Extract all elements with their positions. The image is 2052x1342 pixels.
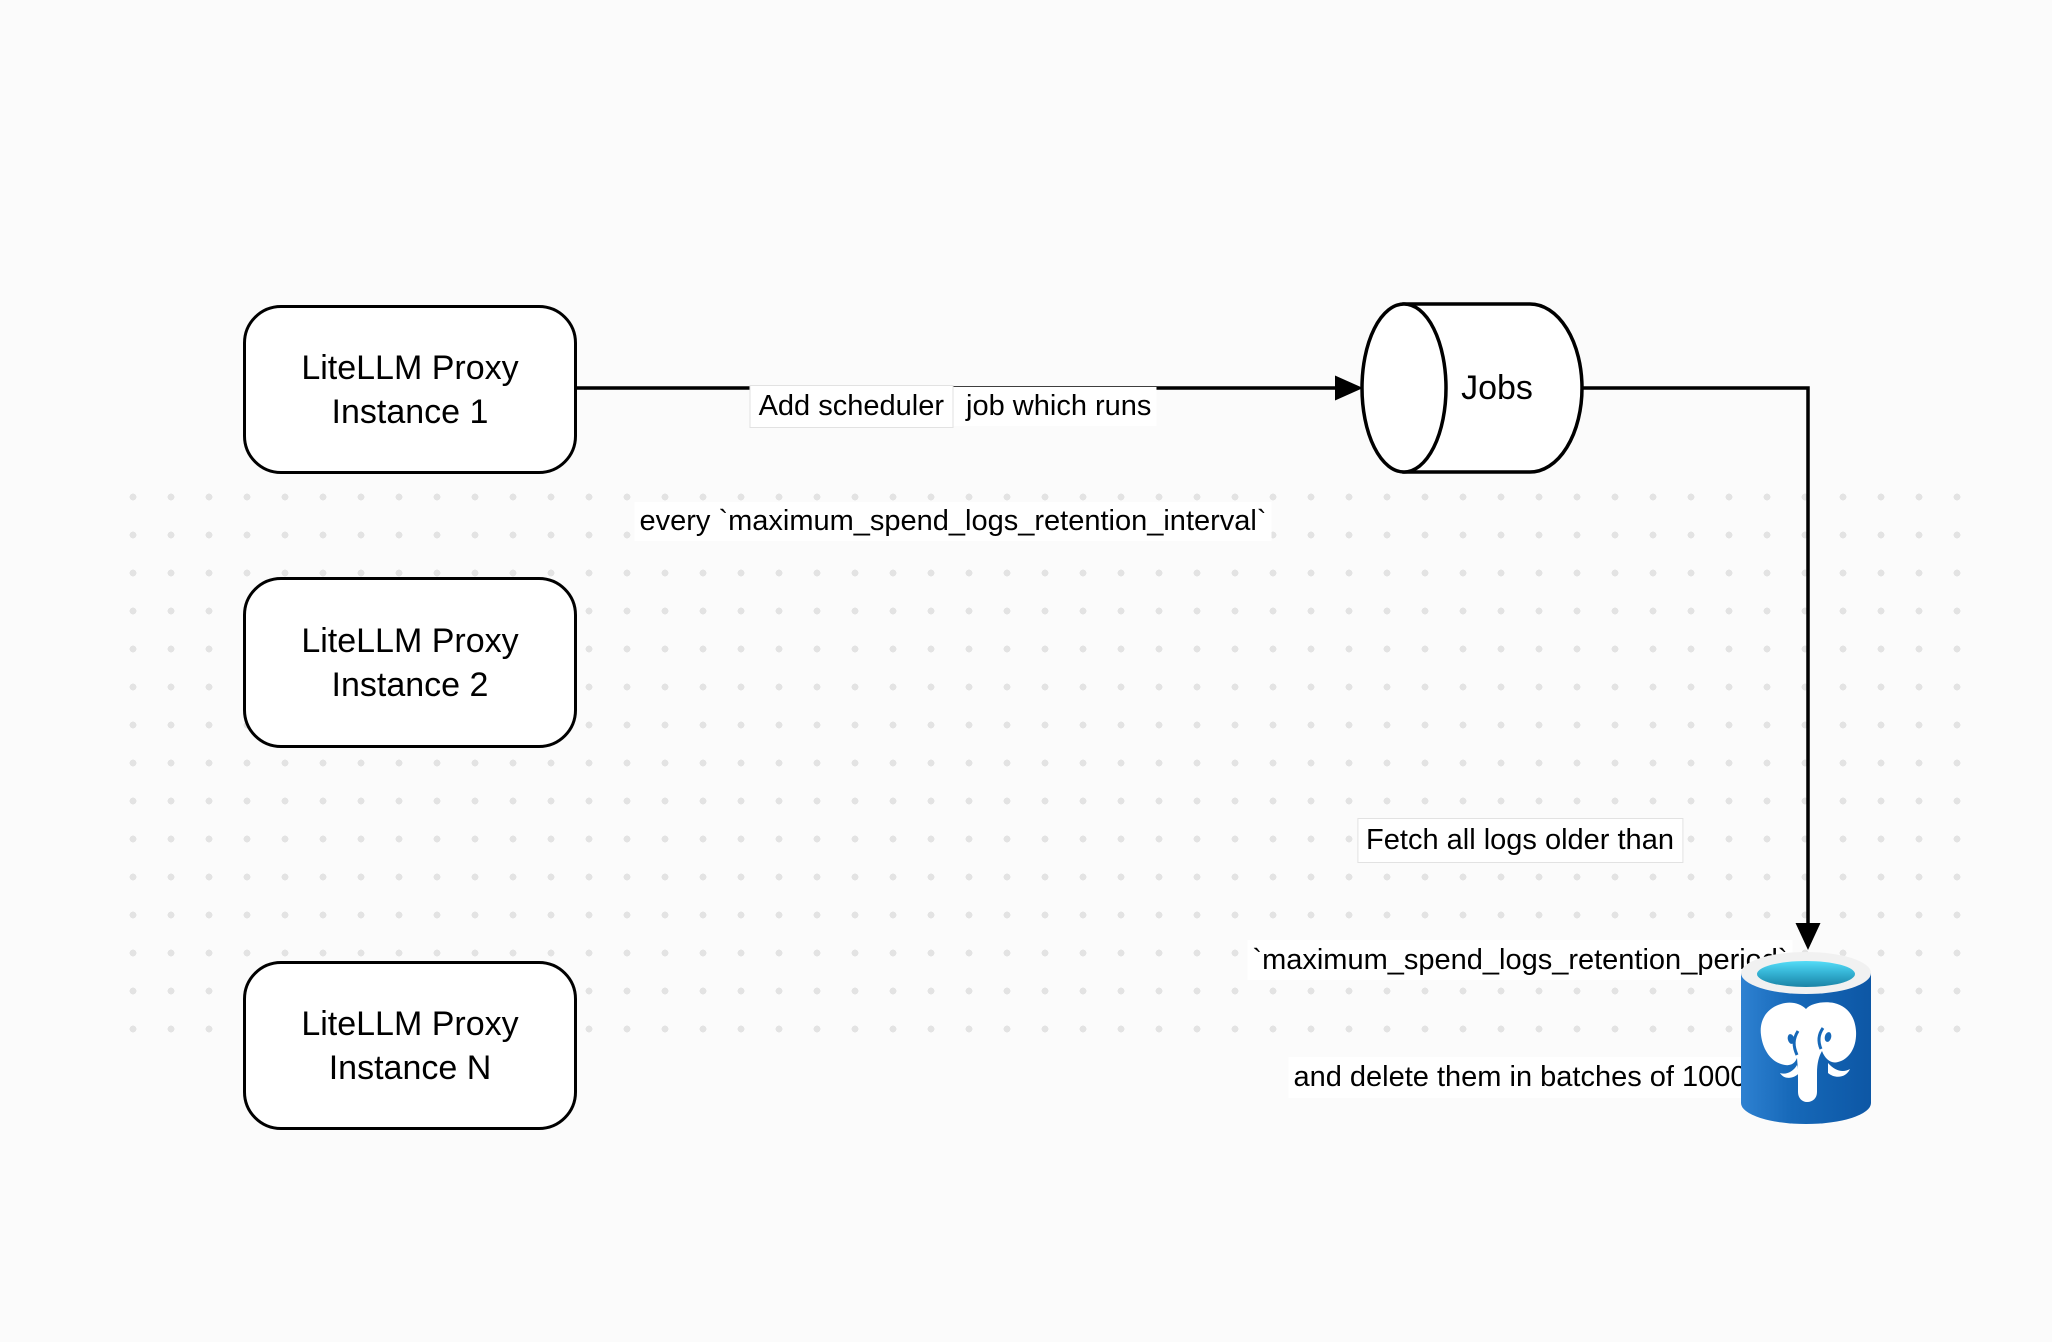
node-litellm-proxy-instance-n: LiteLLM Proxy Instance N xyxy=(243,961,577,1130)
arrowhead-right-icon xyxy=(1335,375,1363,401)
node-label: LiteLLM Proxy xyxy=(301,1004,519,1043)
node-jobs-label: Jobs xyxy=(1461,369,1533,407)
edge-fetch-delete-arrow xyxy=(1582,386,1821,950)
edge-label-add-scheduler: Add scheduler job which runs every `maxi… xyxy=(634,311,1272,615)
node-label: LiteLLM Proxy xyxy=(301,348,519,387)
node-label: Instance 2 xyxy=(331,665,489,704)
edge-label-text: Add scheduler xyxy=(749,385,953,428)
node-label: Instance 1 xyxy=(331,392,489,431)
node-label: Instance N xyxy=(328,1048,492,1087)
edge-label-text: job which runs xyxy=(952,387,1157,426)
node-label: LiteLLM Proxy xyxy=(301,621,519,660)
jobs-cylinder-shape xyxy=(1360,302,1584,474)
node-litellm-proxy-instance-1: LiteLLM Proxy Instance 1 xyxy=(243,305,577,474)
edge-label-fetch-delete: Fetch all logs older than `maximum_spend… xyxy=(1247,741,1793,1175)
edge-label-text: and delete them in batches of 1000 xyxy=(1288,1057,1752,1098)
edge-label-text: every `maximum_spend_logs_retention_inte… xyxy=(634,502,1272,541)
edge-label-text: `maximum_spend_logs_retention_period` xyxy=(1247,939,1793,980)
postgres-elephant-icon xyxy=(1760,1002,1857,1102)
arrowhead-down-icon xyxy=(1795,923,1821,950)
postgresql-database-icon xyxy=(1741,952,1871,1124)
edge-label-text: Fetch all logs older than xyxy=(1357,818,1683,863)
node-litellm-proxy-instance-2: LiteLLM Proxy Instance 2 xyxy=(243,577,577,748)
